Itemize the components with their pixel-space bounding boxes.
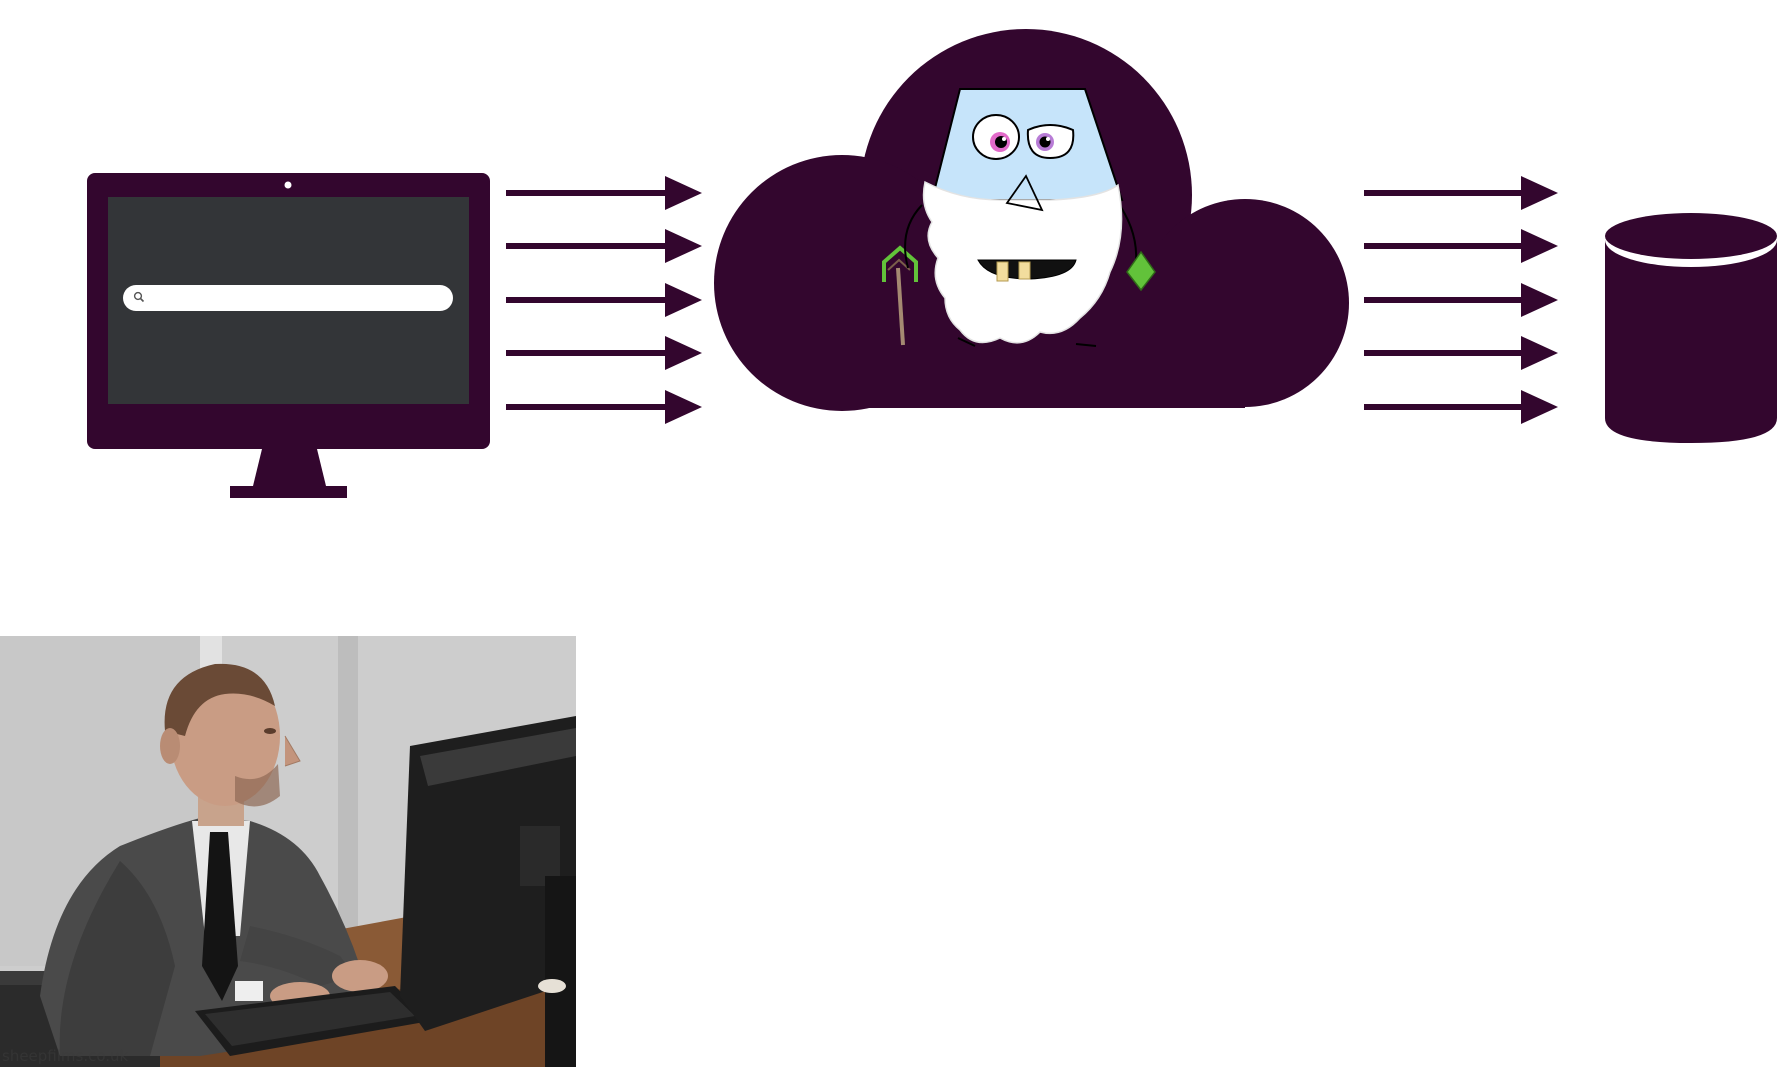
wizard-arm-left: [904, 204, 923, 269]
arrow: [1364, 390, 1558, 424]
wizard-eye-right: [1026, 124, 1075, 160]
wizard-eye-left: [972, 114, 1020, 160]
monitor-neck: [253, 449, 326, 486]
arrow: [1364, 176, 1558, 210]
photo-illustration: [0, 636, 576, 1067]
arrow: [506, 390, 702, 424]
monitor-base: [230, 486, 347, 498]
arrows-client-to-server: [506, 176, 702, 424]
wizard-gem: [1126, 250, 1156, 292]
arrow: [1364, 283, 1558, 317]
database-body: [1605, 240, 1777, 443]
search-icon: [133, 291, 145, 303]
arrow: [506, 336, 702, 370]
arrow: [1364, 229, 1558, 263]
wizard-staff: [882, 245, 918, 346]
arrow: [506, 229, 702, 263]
photo-watermark: sheepfilms.co.uk: [2, 1047, 129, 1065]
desktop-monitor-icon: [87, 173, 490, 498]
arrow: [506, 283, 702, 317]
arrow: [1364, 336, 1558, 370]
wizard-tooth: [996, 261, 1009, 282]
arrow: [506, 176, 702, 210]
database-top: [1605, 213, 1777, 259]
cloud-wizard-icon: [714, 29, 1349, 411]
arrows-server-to-storage: [1364, 176, 1558, 424]
wizard-face: [930, 88, 1124, 201]
monitor-camera: [284, 181, 292, 189]
search-bar: [123, 285, 453, 311]
wizard-nose: [1005, 174, 1044, 212]
wizard-tooth: [1018, 261, 1031, 280]
database-cylinder-icon: [1605, 213, 1777, 443]
wizard-feet: [957, 337, 1097, 347]
photo-man-typing: sheepfilms.co.uk: [0, 636, 576, 1067]
